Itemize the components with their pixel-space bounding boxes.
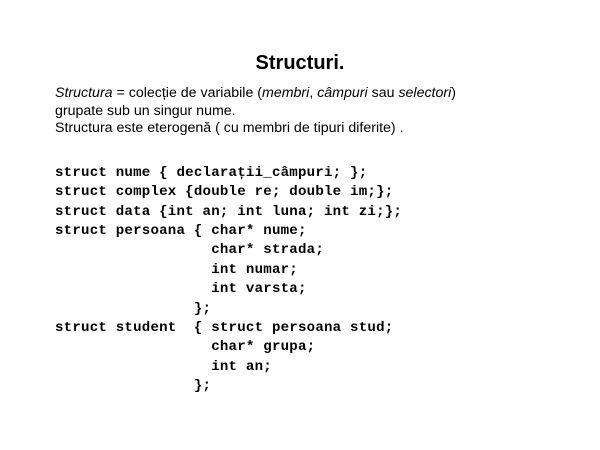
code-line-6: int numar;: [55, 261, 298, 278]
definition-line-1-segment-5: sau: [367, 85, 399, 101]
code-line-8: };: [55, 300, 212, 317]
definition-line-1: Structura = colecție de variabile (membr…: [55, 85, 555, 103]
definition-line-1-segment-0: Structura: [55, 85, 113, 101]
definition-line-2: grupate sub un singur nume.: [55, 103, 555, 121]
page-title: Structuri.: [255, 52, 345, 74]
definition-line-1-segment-3: ,: [309, 85, 318, 101]
definition-line-3-segment-0: Structura este eterogenă ( cu membri de …: [55, 120, 404, 137]
definition-line-1-segment-7: ): [451, 85, 457, 101]
definition-line-1-segment-4: câmpuri: [317, 85, 368, 101]
definition-line-1-segment-1: = colecție de variabile (: [112, 85, 263, 101]
definition-line-3: Structura este eterogenă ( cu membri de …: [55, 120, 555, 138]
code-line-1: struct nume { declarații_câmpuri; };: [55, 165, 368, 182]
definition-line-1-segment-6: selectori: [398, 85, 452, 101]
code-line-11: int an;: [55, 358, 272, 375]
code-line-5: char* strada;: [55, 242, 325, 259]
code-line-7: int varsta;: [55, 281, 307, 298]
code-line-3: struct data {int an; int luna; int zi;};: [55, 203, 403, 220]
definition-line-1-segment-2: membri: [262, 85, 310, 101]
code-line-10: char* grupa;: [55, 339, 316, 356]
code-line-12: };: [55, 377, 212, 394]
code-line-2: struct complex {double re; double im;};: [55, 184, 394, 201]
code-block: struct nume { declarații_câmpuri; }; stru…: [55, 164, 402, 396]
definition-text-block: Structura = colecție de variabile (membr…: [55, 85, 555, 138]
definition-line-2-segment-0: grupate sub un singur nume.: [55, 102, 236, 119]
code-line-9: struct student { struct persoana stud;: [55, 319, 394, 336]
code-line-4: struct persoana { char* nume;: [55, 223, 307, 240]
